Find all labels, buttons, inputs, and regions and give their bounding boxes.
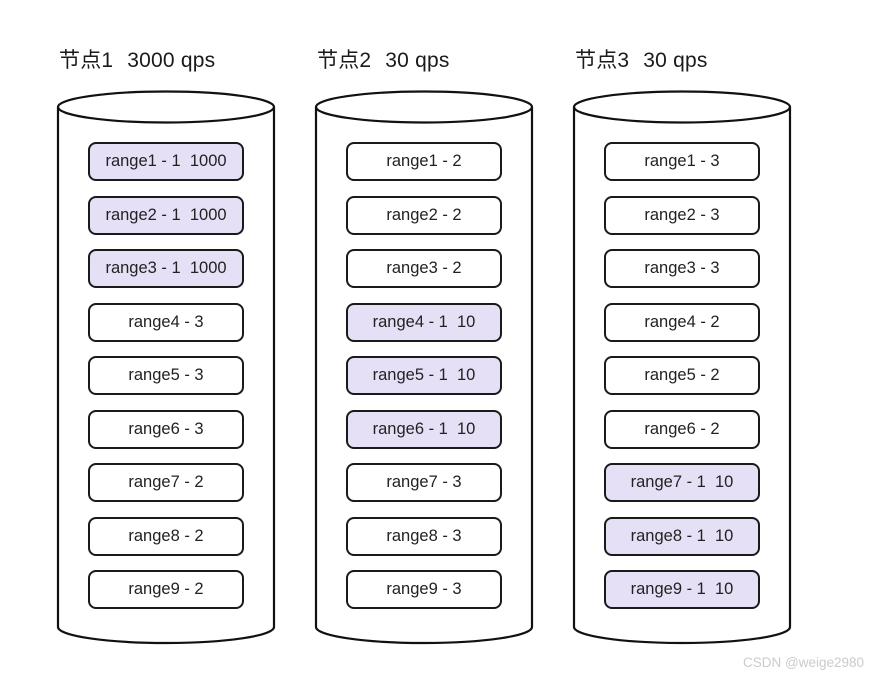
range-box: range5 - 3 (88, 356, 244, 395)
node-3-range-list: range1 - 3 range2 - 3 range3 - 3 range4 … (604, 142, 760, 609)
range-label: range2 - 2 (386, 205, 462, 224)
range-box: range4 - 2 (604, 302, 760, 342)
range-label: range4 - 2 (644, 312, 720, 331)
range-box: range7 - 2 (88, 463, 244, 502)
watermark: CSDN @weige2980 (742, 655, 864, 670)
range-box: range7 - 3 (346, 463, 502, 502)
range-box: range6 - 1 10 (346, 409, 502, 449)
range-box: range9 - 1 10 (604, 570, 760, 609)
node-2-cylinder: range1 - 2 range2 - 2 range3 - 2 range4 … (313, 90, 535, 646)
range-label: range7 - 2 (128, 473, 204, 491)
range-box: range3 - 1 1000 (88, 249, 244, 288)
range-label: range5 - 3 (128, 366, 204, 384)
range-label: range5 - 2 (644, 366, 720, 384)
range-box: range4 - 3 (88, 302, 244, 342)
range-box: range6 - 2 (604, 409, 760, 449)
range-label: range2 - 1 1000 (105, 205, 227, 224)
range-box: range5 - 2 (604, 356, 760, 395)
cylinder-shape-icon (572, 90, 792, 645)
range-box: range3 - 3 (604, 249, 760, 288)
node-1-title: 节点1 3000 qps (59, 44, 277, 74)
range-box: range5 - 1 10 (346, 356, 502, 395)
range-label: range1 - 2 (386, 152, 462, 170)
range-box: range6 - 3 (88, 409, 244, 449)
node-1-qps: 3000 qps (127, 49, 216, 72)
range-label: range3 - 3 (644, 259, 720, 277)
range-label: range6 - 2 (644, 419, 720, 438)
node-2-range-list: range1 - 2 range2 - 2 range3 - 2 range4 … (346, 142, 502, 609)
range-box: range8 - 1 10 (604, 516, 760, 556)
node-3-qps: 30 qps (643, 49, 708, 72)
range-label: range8 - 1 10 (630, 526, 734, 545)
range-box: range1 - 1 1000 (88, 142, 244, 181)
range-label: range3 - 2 (386, 259, 462, 277)
node-3-cylinder: range1 - 3 range2 - 3 range3 - 3 range4 … (571, 90, 793, 646)
range-box: range3 - 2 (346, 249, 502, 288)
node-1-cylinder: range1 - 1 1000 range2 - 1 1000 range3 -… (55, 90, 277, 646)
node-3: 节点3 30 qps range1 - 3 range2 - 3 range3 -… (571, 44, 793, 646)
range-box: range8 - 2 (88, 516, 244, 556)
range-box: range2 - 1 1000 (88, 195, 244, 235)
node-2: 节点2 30 qps range1 - 2 range2 - 2 range3 -… (313, 44, 535, 646)
range-label: range4 - 3 (128, 312, 204, 331)
range-box: range1 - 2 (346, 142, 502, 181)
range-label: range3 - 1 1000 (105, 259, 227, 277)
range-label: range1 - 1 1000 (105, 152, 227, 170)
cylinder-shape-icon (314, 90, 534, 645)
range-box: range2 - 2 (346, 195, 502, 235)
range-label: range7 - 3 (386, 473, 462, 491)
node-2-name: 节点2 (317, 49, 372, 72)
range-label: range8 - 3 (386, 526, 462, 545)
node-1: 节点1 3000 qps range1 - 1 1000 range2 - 1 1… (55, 44, 277, 646)
node-2-title: 节点2 30 qps (317, 44, 535, 74)
range-label: range6 - 3 (128, 419, 204, 438)
range-box: range7 - 1 10 (604, 463, 760, 502)
node-1-range-list: range1 - 1 1000 range2 - 1 1000 range3 -… (88, 142, 244, 609)
range-label: range7 - 1 10 (630, 473, 734, 491)
range-box: range9 - 3 (346, 570, 502, 609)
range-box: range1 - 3 (604, 142, 760, 181)
range-label: range2 - 3 (644, 205, 720, 224)
range-label: range1 - 3 (644, 152, 720, 170)
range-label: range9 - 1 10 (630, 580, 734, 598)
range-label: range9 - 3 (386, 580, 462, 598)
range-label: range9 - 2 (128, 580, 204, 598)
node-3-name: 节点3 (575, 49, 630, 72)
range-box: range4 - 1 10 (346, 302, 502, 342)
range-label: range4 - 1 10 (372, 312, 476, 331)
range-box: range9 - 2 (88, 570, 244, 609)
node-3-title: 节点3 30 qps (575, 44, 793, 74)
node-1-name: 节点1 (59, 49, 114, 72)
range-box: range2 - 3 (604, 195, 760, 235)
cylinder-shape-icon (56, 90, 276, 645)
range-label: range5 - 1 10 (372, 366, 476, 384)
node-2-qps: 30 qps (385, 49, 450, 72)
range-label: range6 - 1 10 (372, 419, 476, 438)
range-box: range8 - 3 (346, 516, 502, 556)
range-label: range8 - 2 (128, 526, 204, 545)
